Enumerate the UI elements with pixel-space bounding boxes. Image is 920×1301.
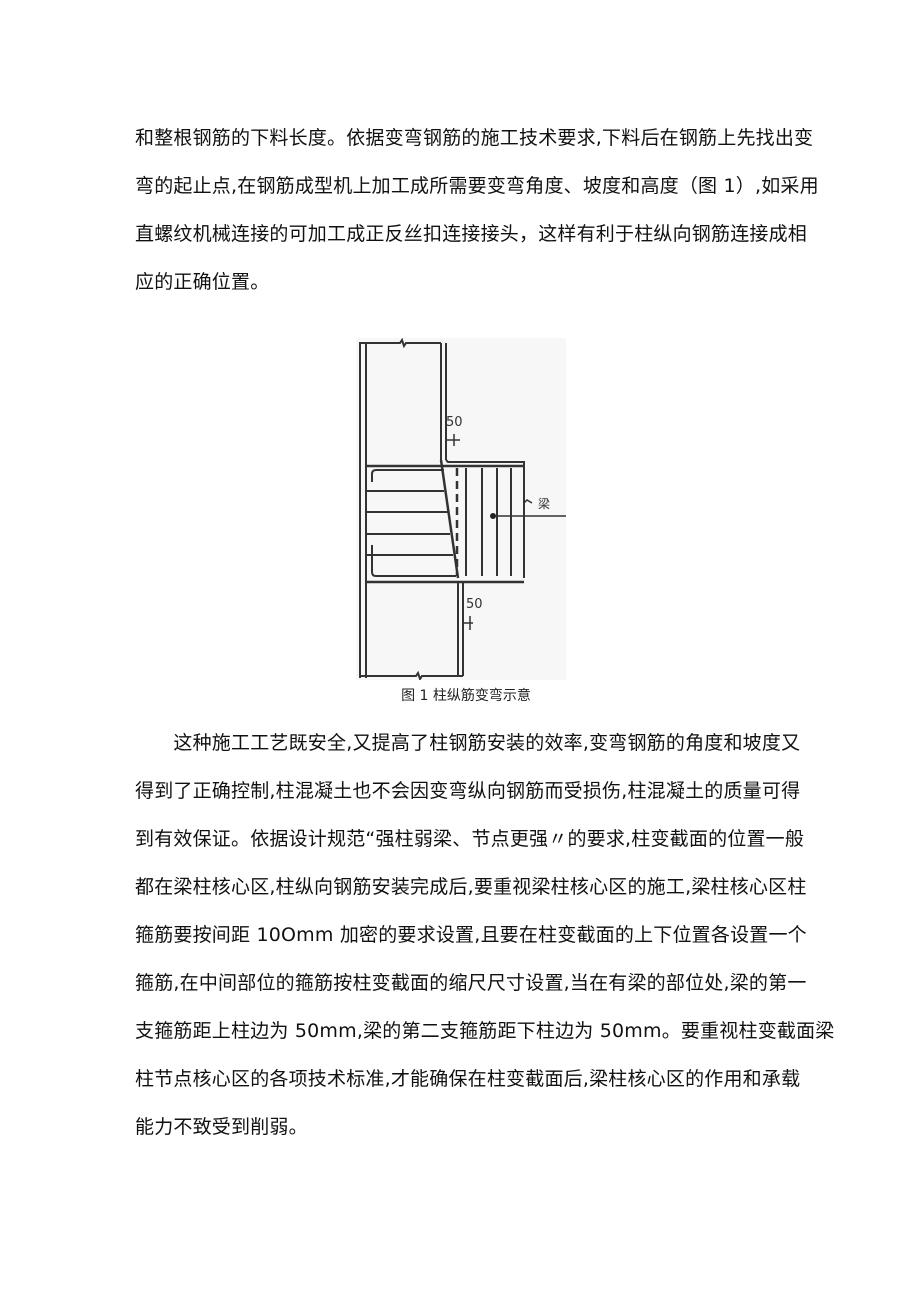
text-line: 柱节点核心区的各项技术标准,才能确保在柱变截面后,梁柱核心区的作用和承载 [135,1068,801,1090]
text-line: 得到了正确控制,柱混凝土也不会因变弯纵向钢筋而受损伤,柱混凝土的质量可得 [135,780,801,802]
text-line: 和整根钢筋的下料长度。依据变弯钢筋的施工技术要求,下料后在钢筋上先找出变 [135,127,814,149]
dimension-label-top: 50 [446,415,463,430]
text-line: 箍筋要按间距 10Omm 加密的要求设置,且要在柱变截面的上下位置各设置一个 [135,924,807,946]
text-line: 直螺纹机械连接的可加工成正反丝扣连接接头，这样有利于柱纵向钢筋连接成相 [135,223,808,245]
column-rebar-bend-diagram: 50 50 梁 [356,337,566,682]
text-line: 弯的起止点,在钢筋成型机上加工成所需要变弯角度、坡度和高度（图 1）,如采用 [135,175,819,197]
figure-caption: 图 1 柱纵筋变弯示意 [401,688,531,704]
beam-label: 梁 [538,496,550,511]
text-line: 都在梁柱核心区,柱纵向钢筋安装完成后,要重视梁柱核心区的施工,梁柱核心区柱 [135,876,807,898]
paragraph-1: 和整根钢筋的下料长度。依据变弯钢筋的施工技术要求,下料后在钢筋上先找出变 弯的起… [135,114,819,306]
text-line: 应的正确位置。 [135,271,270,293]
paragraph-2: 这种施工工艺既安全,又提高了柱钢筋安装的效率,变弯钢筋的角度和坡度又 得到了正确… [135,719,835,1151]
text-line: 支箍筋距上柱边为 50mm,梁的第二支箍筋距下柱边为 50mm。要重视柱变截面梁 [135,1020,835,1042]
text-line: 箍筋,在中间部位的箍筋按柱变截面的缩尺尺寸设置,当在有梁的部位处,梁的第一 [135,972,807,994]
dimension-label-bottom: 50 [466,597,483,612]
text-line: 到有效保证。依据设计规范“强柱弱梁、节点更强〃的要求,柱变截面的位置一般 [135,828,805,850]
text-line: 这种施工工艺既安全,又提高了柱钢筋安装的效率,变弯钢筋的角度和坡度又 [135,732,801,754]
text-line: 能力不致受到削弱。 [135,1116,308,1138]
